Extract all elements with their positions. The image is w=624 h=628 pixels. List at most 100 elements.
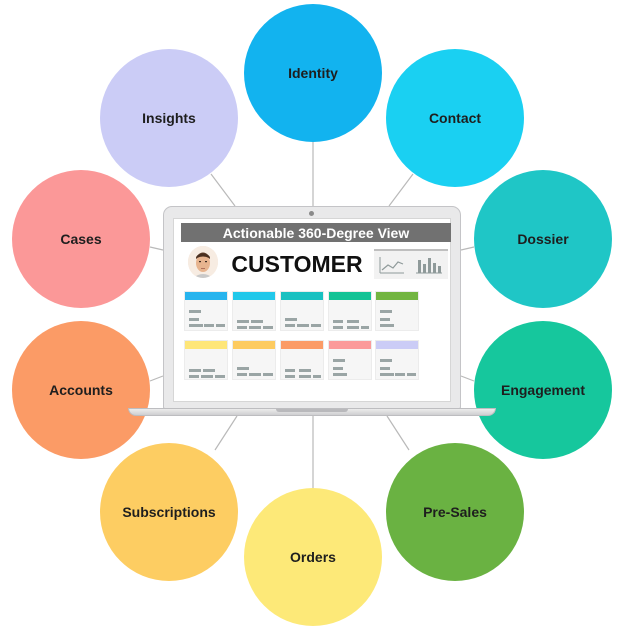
node-pre-sales: Pre-Sales (386, 443, 524, 581)
card-text-line (299, 369, 311, 372)
card-text-line (333, 367, 343, 370)
laptop-camera (309, 211, 314, 216)
customer-title-text: CUSTOMER (231, 250, 363, 277)
card-text-line (313, 375, 321, 378)
person-face-icon (188, 246, 218, 278)
dashboard-card (280, 291, 324, 331)
customer-avatar (188, 246, 218, 278)
laptop-notch (276, 409, 348, 412)
card-text-line (333, 320, 343, 323)
card-text-line (189, 375, 199, 378)
chart-panel (374, 249, 448, 279)
card-text-line (237, 320, 249, 323)
card-text-line (380, 367, 390, 370)
card-text-line (395, 373, 405, 376)
connector-contact (388, 173, 414, 207)
node-orders-label: Orders (290, 549, 336, 565)
card-text-line (189, 369, 201, 372)
dashboard-card (328, 291, 372, 331)
node-contact-label: Contact (428, 110, 482, 126)
node-pre-sales-label: Pre-Sales (423, 504, 487, 520)
node-contact: Contact (386, 49, 524, 187)
node-orders: Orders (244, 488, 382, 626)
card-text-line (333, 359, 345, 362)
screen-header: Actionable 360-Degree View (181, 223, 451, 242)
card-text-line (204, 324, 214, 327)
card-text-line (380, 373, 394, 376)
card-color-bar (376, 292, 418, 300)
connector-accounts (149, 375, 164, 382)
node-identity-label: Identity (288, 65, 338, 81)
bar-chart-icon (416, 258, 442, 274)
card-text-line (361, 326, 369, 329)
card-text-line (201, 375, 213, 378)
card-text-line (407, 373, 416, 376)
card-text-line (297, 324, 309, 327)
customer-title: CUSTOMER (224, 250, 370, 278)
line-chart-icon (379, 257, 404, 274)
node-subscriptions-label: Subscriptions (122, 504, 216, 520)
card-color-bar (281, 292, 323, 300)
card-text-line (249, 373, 261, 376)
card-text-line (237, 367, 249, 370)
card-text-line (285, 324, 295, 327)
card-text-line (249, 326, 261, 329)
connector-cases (149, 246, 164, 251)
card-text-line (189, 310, 201, 313)
card-color-bar (185, 341, 227, 349)
dashboard-card (328, 340, 372, 380)
card-text-line (333, 373, 347, 376)
card-text-line (203, 369, 215, 372)
card-text-line (285, 369, 295, 372)
dashboard-card (232, 340, 276, 380)
connector-pre-sales (386, 415, 410, 451)
node-identity: Identity (244, 4, 382, 142)
card-color-bar (281, 341, 323, 349)
card-text-line (285, 375, 295, 378)
card-text-line (380, 310, 392, 313)
card-text-line (311, 324, 321, 327)
card-color-bar (329, 292, 371, 300)
card-color-bar (233, 292, 275, 300)
connector-dossier (460, 246, 475, 251)
card-text-line (347, 320, 359, 323)
node-engagement-label: Engagement (500, 382, 585, 398)
card-text-line (251, 320, 263, 323)
card-color-bar (233, 341, 275, 349)
connector-insights (210, 173, 236, 207)
card-text-line (333, 326, 343, 329)
card-color-bar (185, 292, 227, 300)
node-subscriptions: Subscriptions (100, 443, 238, 581)
node-engagement: Engagement (474, 321, 612, 459)
node-dossier: Dossier (474, 170, 612, 308)
node-accounts: Accounts (12, 321, 150, 459)
screen-header-text: Actionable 360-Degree View (222, 224, 410, 241)
card-color-bar (376, 341, 418, 349)
dashboard-card (184, 340, 228, 380)
dashboard-card (232, 291, 276, 331)
card-text-line (237, 373, 247, 376)
card-text-line (189, 324, 203, 327)
node-insights-label: Insights (142, 110, 196, 126)
dashboard-card (184, 291, 228, 331)
card-text-line (216, 324, 225, 327)
card-text-line (189, 318, 199, 321)
node-cases: Cases (12, 170, 150, 308)
card-text-line (380, 318, 390, 321)
node-accounts-label: Accounts (49, 382, 113, 398)
node-dossier-label: Dossier (517, 231, 569, 247)
node-cases-label: Cases (60, 231, 102, 247)
connector-engagement (460, 375, 475, 382)
card-text-line (299, 375, 311, 378)
card-text-line (285, 318, 297, 321)
dashboard-card (375, 340, 419, 380)
card-text-line (347, 326, 359, 329)
card-text-line (237, 326, 247, 329)
card-text-line (380, 359, 392, 362)
dashboard-card (375, 291, 419, 331)
connector-subscriptions (214, 415, 238, 451)
card-color-bar (329, 341, 371, 349)
card-text-line (380, 324, 394, 327)
